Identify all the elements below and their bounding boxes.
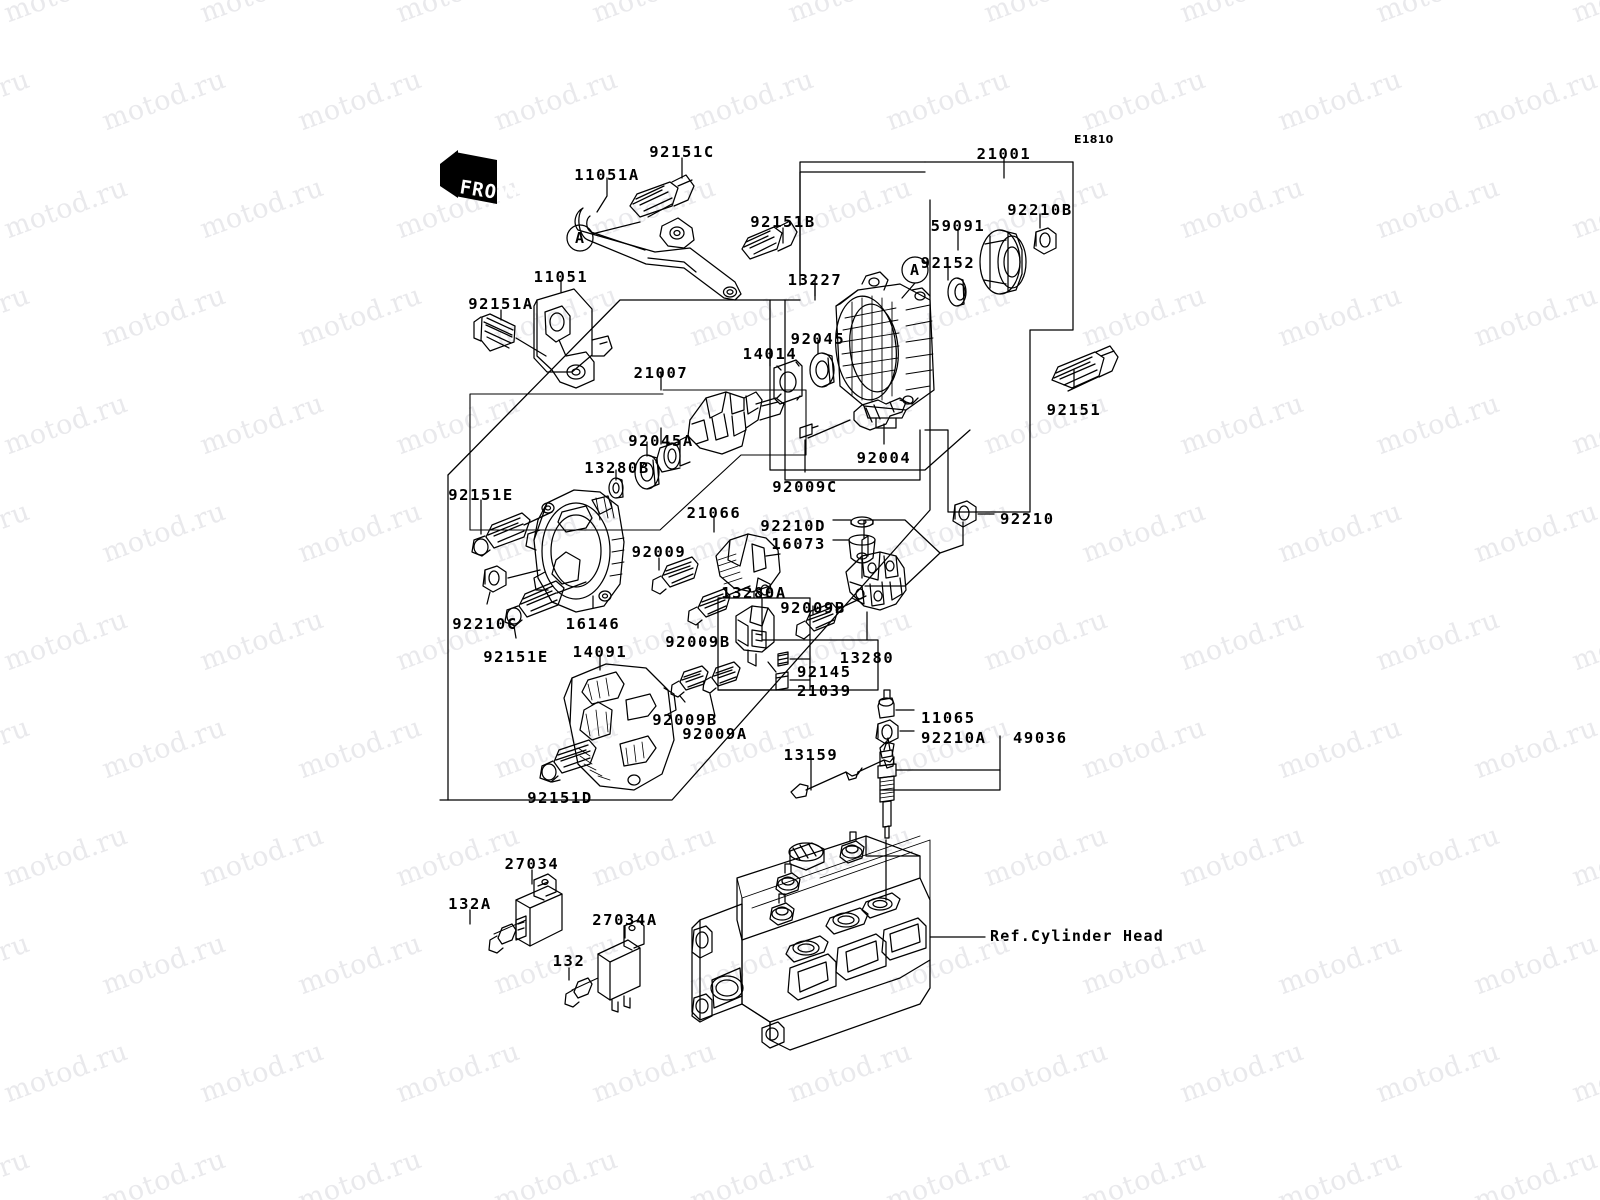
- part-11051-bracket: [533, 288, 613, 389]
- part-11065-cap: [877, 689, 895, 719]
- section-marker-a-label-1: A: [575, 229, 585, 247]
- part-number-92210d: 92210D: [760, 517, 826, 535]
- part-number-92210: 92210: [1000, 510, 1055, 528]
- part-number-27034: 27034: [504, 855, 560, 873]
- part-92210D-washer: [850, 516, 874, 528]
- part-92210C-nut: [482, 565, 507, 593]
- part-number-132a: 132A: [448, 895, 492, 913]
- part-21039-brush: [775, 671, 789, 691]
- section-marker-a-2: [901, 256, 929, 299]
- part-92152-washer: [947, 277, 967, 307]
- part-number-92009b: 92009B: [665, 633, 731, 651]
- part-92009B-bolt-1: [687, 588, 731, 626]
- part-92151E-bolt-bottom: [504, 580, 565, 627]
- part-number-11051a: 11051A: [574, 166, 640, 184]
- part-number-92152: 92152: [920, 254, 976, 272]
- part-number-92151d: 92151D: [527, 789, 593, 807]
- part-92151B-bolt: [741, 220, 798, 260]
- part-number-21039: 21039: [797, 682, 852, 700]
- part-number-11065: 11065: [921, 709, 976, 727]
- part-number-92210b: 92210B: [1007, 201, 1073, 219]
- ref-cylinder-head-label: Ref.Cylinder Head: [990, 927, 1164, 945]
- part-13280-rectifier: [845, 519, 907, 611]
- part-number-92210c: 92210C: [452, 615, 518, 633]
- part-number-21001: 21001: [976, 145, 1032, 163]
- part-number-13280: 13280: [839, 649, 895, 667]
- part-92210-nut: [952, 500, 977, 528]
- part-92145-spring: [777, 651, 789, 667]
- part-27034A-relay: [564, 919, 645, 1013]
- part-number-92210a: 92210A: [921, 729, 987, 747]
- part-92210B-nut: [1033, 227, 1057, 255]
- part-number-92009a: 92009A: [682, 725, 748, 743]
- bracket-13227-b: [769, 299, 971, 471]
- part-92151-bolt: [1051, 345, 1119, 392]
- part-92009B-bolt-2: [795, 602, 839, 640]
- part-number-92145: 92145: [797, 663, 852, 681]
- part-number-49036: 49036: [1013, 729, 1068, 747]
- part-92009C-screw: [799, 423, 819, 439]
- part-number-92045: 92045: [790, 330, 846, 348]
- part-92004-pin: [853, 397, 907, 431]
- part-number-92045a: 92045A: [628, 432, 694, 450]
- bracket-21007-diag: [447, 299, 801, 476]
- part-21066-regulator: [715, 533, 781, 599]
- bracket-49036: [879, 735, 1001, 791]
- part-number-11051: 11051: [533, 268, 589, 286]
- part-number-13159: 13159: [783, 746, 839, 764]
- section-marker-a-1: [566, 221, 641, 252]
- part-number-92151a: 92151A: [468, 295, 534, 313]
- part-number-92009b: 92009B: [780, 599, 846, 617]
- part-92151A-bolt: [473, 313, 516, 352]
- part-21007-rotor: [655, 391, 785, 473]
- part-92151E-bolt-top: [471, 512, 531, 557]
- part-number-14014: 14014: [742, 345, 798, 363]
- part-92009B-bolt-3: [670, 665, 709, 698]
- part-number-132: 132: [552, 952, 586, 970]
- part-number-59091: 59091: [930, 217, 986, 235]
- part-number-21007: 21007: [633, 364, 689, 382]
- part-number-92009: 92009: [631, 543, 687, 561]
- bracket-21001: [924, 161, 1074, 513]
- part-92009-bolt: [651, 556, 699, 595]
- part-number-92151: 92151: [1046, 401, 1102, 419]
- part-number-92151c: 92151C: [649, 143, 715, 161]
- part-13280A-brush-holder: [735, 605, 775, 667]
- part-number-92151b: 92151B: [750, 213, 816, 231]
- part-number-21066: 21066: [686, 504, 742, 522]
- part-number-92151e: 92151E: [448, 486, 514, 504]
- part-92151C-bolt: [629, 174, 695, 218]
- diagram-code: E1810: [1074, 133, 1114, 146]
- part-number-14091: 14091: [572, 643, 628, 661]
- part-number-13280a: 13280A: [721, 584, 787, 602]
- bracket-21007-outer: [447, 199, 931, 801]
- part-27034-relay: [488, 873, 563, 954]
- section-marker-a-label-2: A: [910, 261, 920, 279]
- part-92151D-bolt: [539, 739, 597, 783]
- part-16146-cover: [525, 489, 625, 613]
- part-number-16073: 16073: [771, 535, 826, 553]
- part-number-92009c: 92009C: [772, 478, 838, 496]
- part-number-92009b: 92009B: [652, 711, 718, 729]
- part-59091-bearing: [979, 229, 1027, 295]
- part-number-92004: 92004: [856, 449, 912, 467]
- bracket-21007-inner: [469, 389, 807, 531]
- part-92210A-nut: [875, 719, 899, 745]
- part-number-13227: 13227: [787, 271, 843, 289]
- part-number-92151e: 92151E: [483, 648, 549, 666]
- part-92045-bearing: [809, 352, 835, 388]
- part-number-27034a: 27034A: [592, 911, 658, 929]
- part-number-16146: 16146: [565, 615, 621, 633]
- part-cylinder-head: [691, 831, 931, 1051]
- part-92009A-bolt: [702, 661, 741, 694]
- part-14091-rear-cover: [563, 663, 677, 791]
- part-number-13280b: 13280B: [584, 459, 650, 477]
- part-49036-glow-plug: [877, 737, 897, 839]
